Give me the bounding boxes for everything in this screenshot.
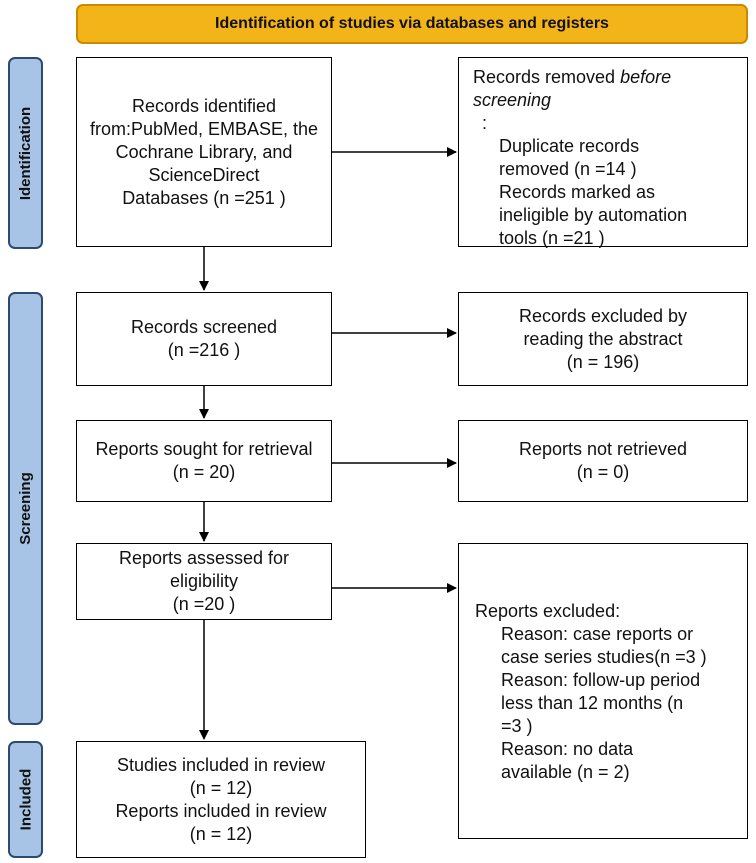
header-banner: Identification of studies via databases … — [76, 4, 748, 44]
stage-included: Included — [8, 741, 43, 858]
reports-excluded-box: Reports excluded: Reason: case reports o… — [458, 543, 748, 839]
reports-excluded-line-7: available (n = 2) — [501, 762, 630, 782]
records-removed-line-2: removed (n =14 ) — [499, 159, 637, 179]
included-line-3: Reports included in review — [115, 800, 327, 821]
records-removed-box: Records removed before screening s: Dupl… — [458, 57, 748, 248]
records-excluded-line-1: Records excluded by — [518, 305, 688, 326]
records-removed-line-3: Records marked as — [499, 182, 656, 202]
records-excluded-line-2: reading the abstract — [523, 328, 683, 349]
included-line-4: (n = 12) — [189, 823, 253, 844]
records-excluded-line-3: (n = 196) — [566, 351, 640, 372]
reports-excluded-line-2: case series studies(n =3 ) — [501, 647, 707, 667]
records-removed-line-1: Duplicate records — [499, 136, 640, 156]
reports-excluded-line-5: =3 ) — [501, 716, 533, 736]
included-line-2: (n = 12) — [189, 777, 253, 798]
reports-assessed-line-1: Reports assessed for — [118, 548, 290, 568]
records-screened-line-1: Records screened — [130, 317, 278, 337]
records-removed-title-prefix: Records removed — [473, 67, 621, 87]
header-title: Identification of studies via databases … — [215, 15, 609, 32]
records-removed-title: Records removed before screening — [473, 66, 737, 112]
records-removed-line-4: ineligible by automation — [499, 205, 688, 225]
reports-not-retrieved-line-1: Reports not retrieved — [518, 439, 688, 459]
included-box: Studies included in review (n = 12) Repo… — [76, 741, 366, 858]
records-identified-line-1: Records identified — [131, 95, 277, 116]
records-identified-line-4: ScienceDirect — [148, 164, 260, 185]
reports-sought-line-2: (n = 20) — [172, 462, 236, 482]
reports-not-retrieved-box: Reports not retrieved (n = 0) — [458, 420, 748, 502]
records-removed-line-5: tools (n =21 ) — [499, 228, 605, 248]
reports-sought-box: Reports sought for retrieval (n = 20) — [76, 420, 332, 502]
records-removed-title-suffix-row: s: — [473, 112, 737, 135]
reports-assessed-line-2: eligibility — [169, 571, 239, 591]
records-screened-box: Records screened (n =216 ) — [76, 292, 332, 386]
records-identified-box: Records identified from:PubMed, EMBASE, … — [76, 57, 332, 247]
reports-excluded-title: Reports excluded: — [475, 601, 621, 621]
records-excluded-box: Records excluded by reading the abstract… — [458, 292, 748, 386]
records-removed-title-suffix: : — [482, 113, 488, 133]
records-identified-line-2: from:PubMed, EMBASE, the — [89, 118, 319, 139]
records-removed-title-italic: before screening — [473, 67, 672, 110]
records-identified-line-3: Cochrane Library, and — [115, 141, 293, 162]
reports-excluded-line-1: Reason: case reports or — [501, 624, 694, 644]
stage-identification: Identification — [8, 57, 43, 249]
reports-not-retrieved-line-2: (n = 0) — [576, 462, 630, 482]
records-identified-line-5: Databases (n =251 ) — [122, 187, 286, 208]
reports-excluded-line-3: Reason: follow-up period — [501, 670, 701, 690]
records-screened-line-2: (n =216 ) — [167, 340, 241, 360]
included-line-1: Studies included in review — [116, 754, 326, 775]
reports-excluded-line-6: Reason: no data — [501, 739, 634, 759]
stage-screening: Screening — [8, 292, 43, 725]
reports-assessed-line-3: (n =20 ) — [172, 594, 236, 614]
reports-assessed-box: Reports assessed for eligibility (n =20 … — [76, 543, 332, 620]
reports-sought-line-1: Reports sought for retrieval — [95, 439, 313, 459]
reports-excluded-line-4: less than 12 months (n — [501, 693, 684, 713]
